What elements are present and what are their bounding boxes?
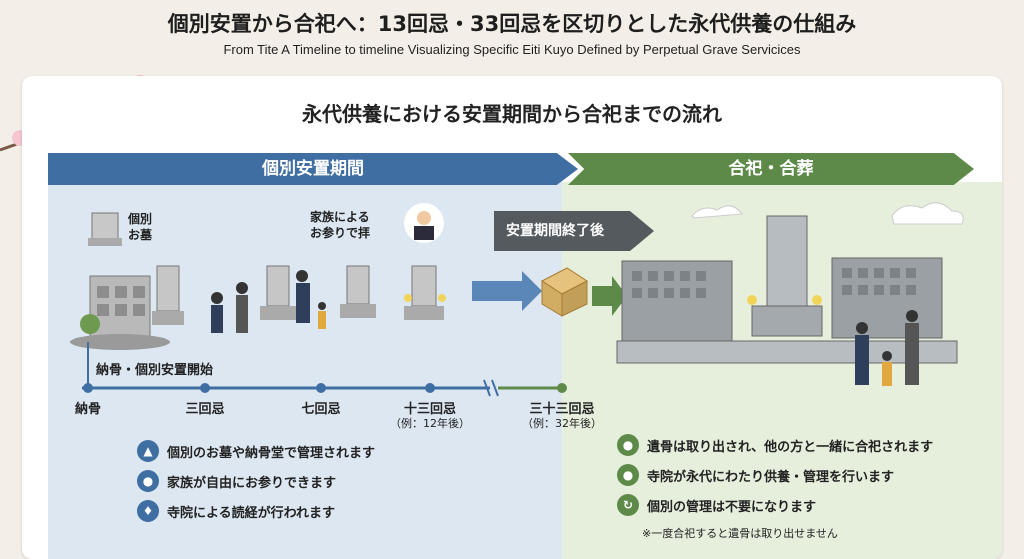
card-heading: 永代供養における安置期間から合祀までの流れ — [302, 102, 722, 126]
scene-illustration — [70, 202, 964, 397]
joint-burial-band: 合祀・合葬 — [568, 153, 974, 185]
timeline-sub-13: （例：12年後） — [390, 417, 470, 430]
individual-period-panel — [48, 182, 578, 559]
page-subtitle: From Tite A Timeline to timeline Visuali… — [223, 42, 801, 57]
list-item: ▲ 個別のお墓や納骨堂で管理されます — [137, 436, 375, 466]
timeline-label-nokotsu: 納骨 — [74, 402, 101, 417]
flow-card: 永代供養における安置期間から合祀までの流れ 個別安置期間 合祀・合葬 — [22, 76, 1002, 559]
timeline-label-3: 三回忌 — [185, 402, 225, 417]
timeline-label-7: 七回忌 — [301, 402, 341, 417]
timeline-dot-33 — [557, 383, 567, 393]
monk-icon: ♦ — [137, 500, 159, 522]
family-visit-label: 家族による お参りで拝 — [310, 210, 371, 240]
list-item: ● 遺骨は取り出され、他の方と一緒に合祀されます — [617, 430, 933, 460]
timeline-label-33: 三十三回忌 — [529, 402, 595, 417]
grave-icon: ▲ — [137, 440, 159, 462]
start-label: 納骨・個別安置開始 — [96, 363, 214, 378]
list-item: ● 寺院が永代にわたり供養・管理を行います — [617, 460, 933, 490]
page-title: 個別安置から合祀へ：13回忌・33回忌を区切りとした永代供養の仕組み — [167, 12, 857, 36]
list-item: ● 家族が自由にお参りできます — [137, 466, 375, 496]
recycle-icon: ↻ — [617, 494, 639, 516]
joint-burial-note: ※一度合祀すると遺骨は取り出せません — [642, 527, 838, 540]
individual-period-band: 個別安置期間 — [48, 153, 578, 185]
timeline-sub-33: （例：32年後） — [522, 417, 602, 430]
period-end-arrow: 安置期間終了後 — [494, 211, 654, 251]
timeline-dot-nokotsu — [83, 383, 93, 393]
individual-grave-label: 個別 お墓 — [128, 212, 153, 242]
people-group-icon: ● — [617, 434, 639, 456]
timeline-label-13: 十三回忌 — [403, 402, 456, 417]
timeline-dot-7 — [316, 383, 326, 393]
timeline-dot-13 — [425, 383, 435, 393]
joint-burial-list: ● 遺骨は取り出され、他の方と一緒に合祀されます ● 寺院が永代にわたり供養・管… — [617, 430, 933, 520]
people-group-icon: ● — [617, 464, 639, 486]
list-item: ♦ 寺院による読経が行われます — [137, 496, 375, 526]
individual-period-list: ▲ 個別のお墓や納骨堂で管理されます ● 家族が自由にお参りできます ♦ 寺院に… — [137, 436, 375, 526]
list-item: ↻ 個別の管理は不要になります — [617, 490, 933, 520]
timeline-dot-3 — [200, 383, 210, 393]
family-icon: ● — [137, 470, 159, 492]
